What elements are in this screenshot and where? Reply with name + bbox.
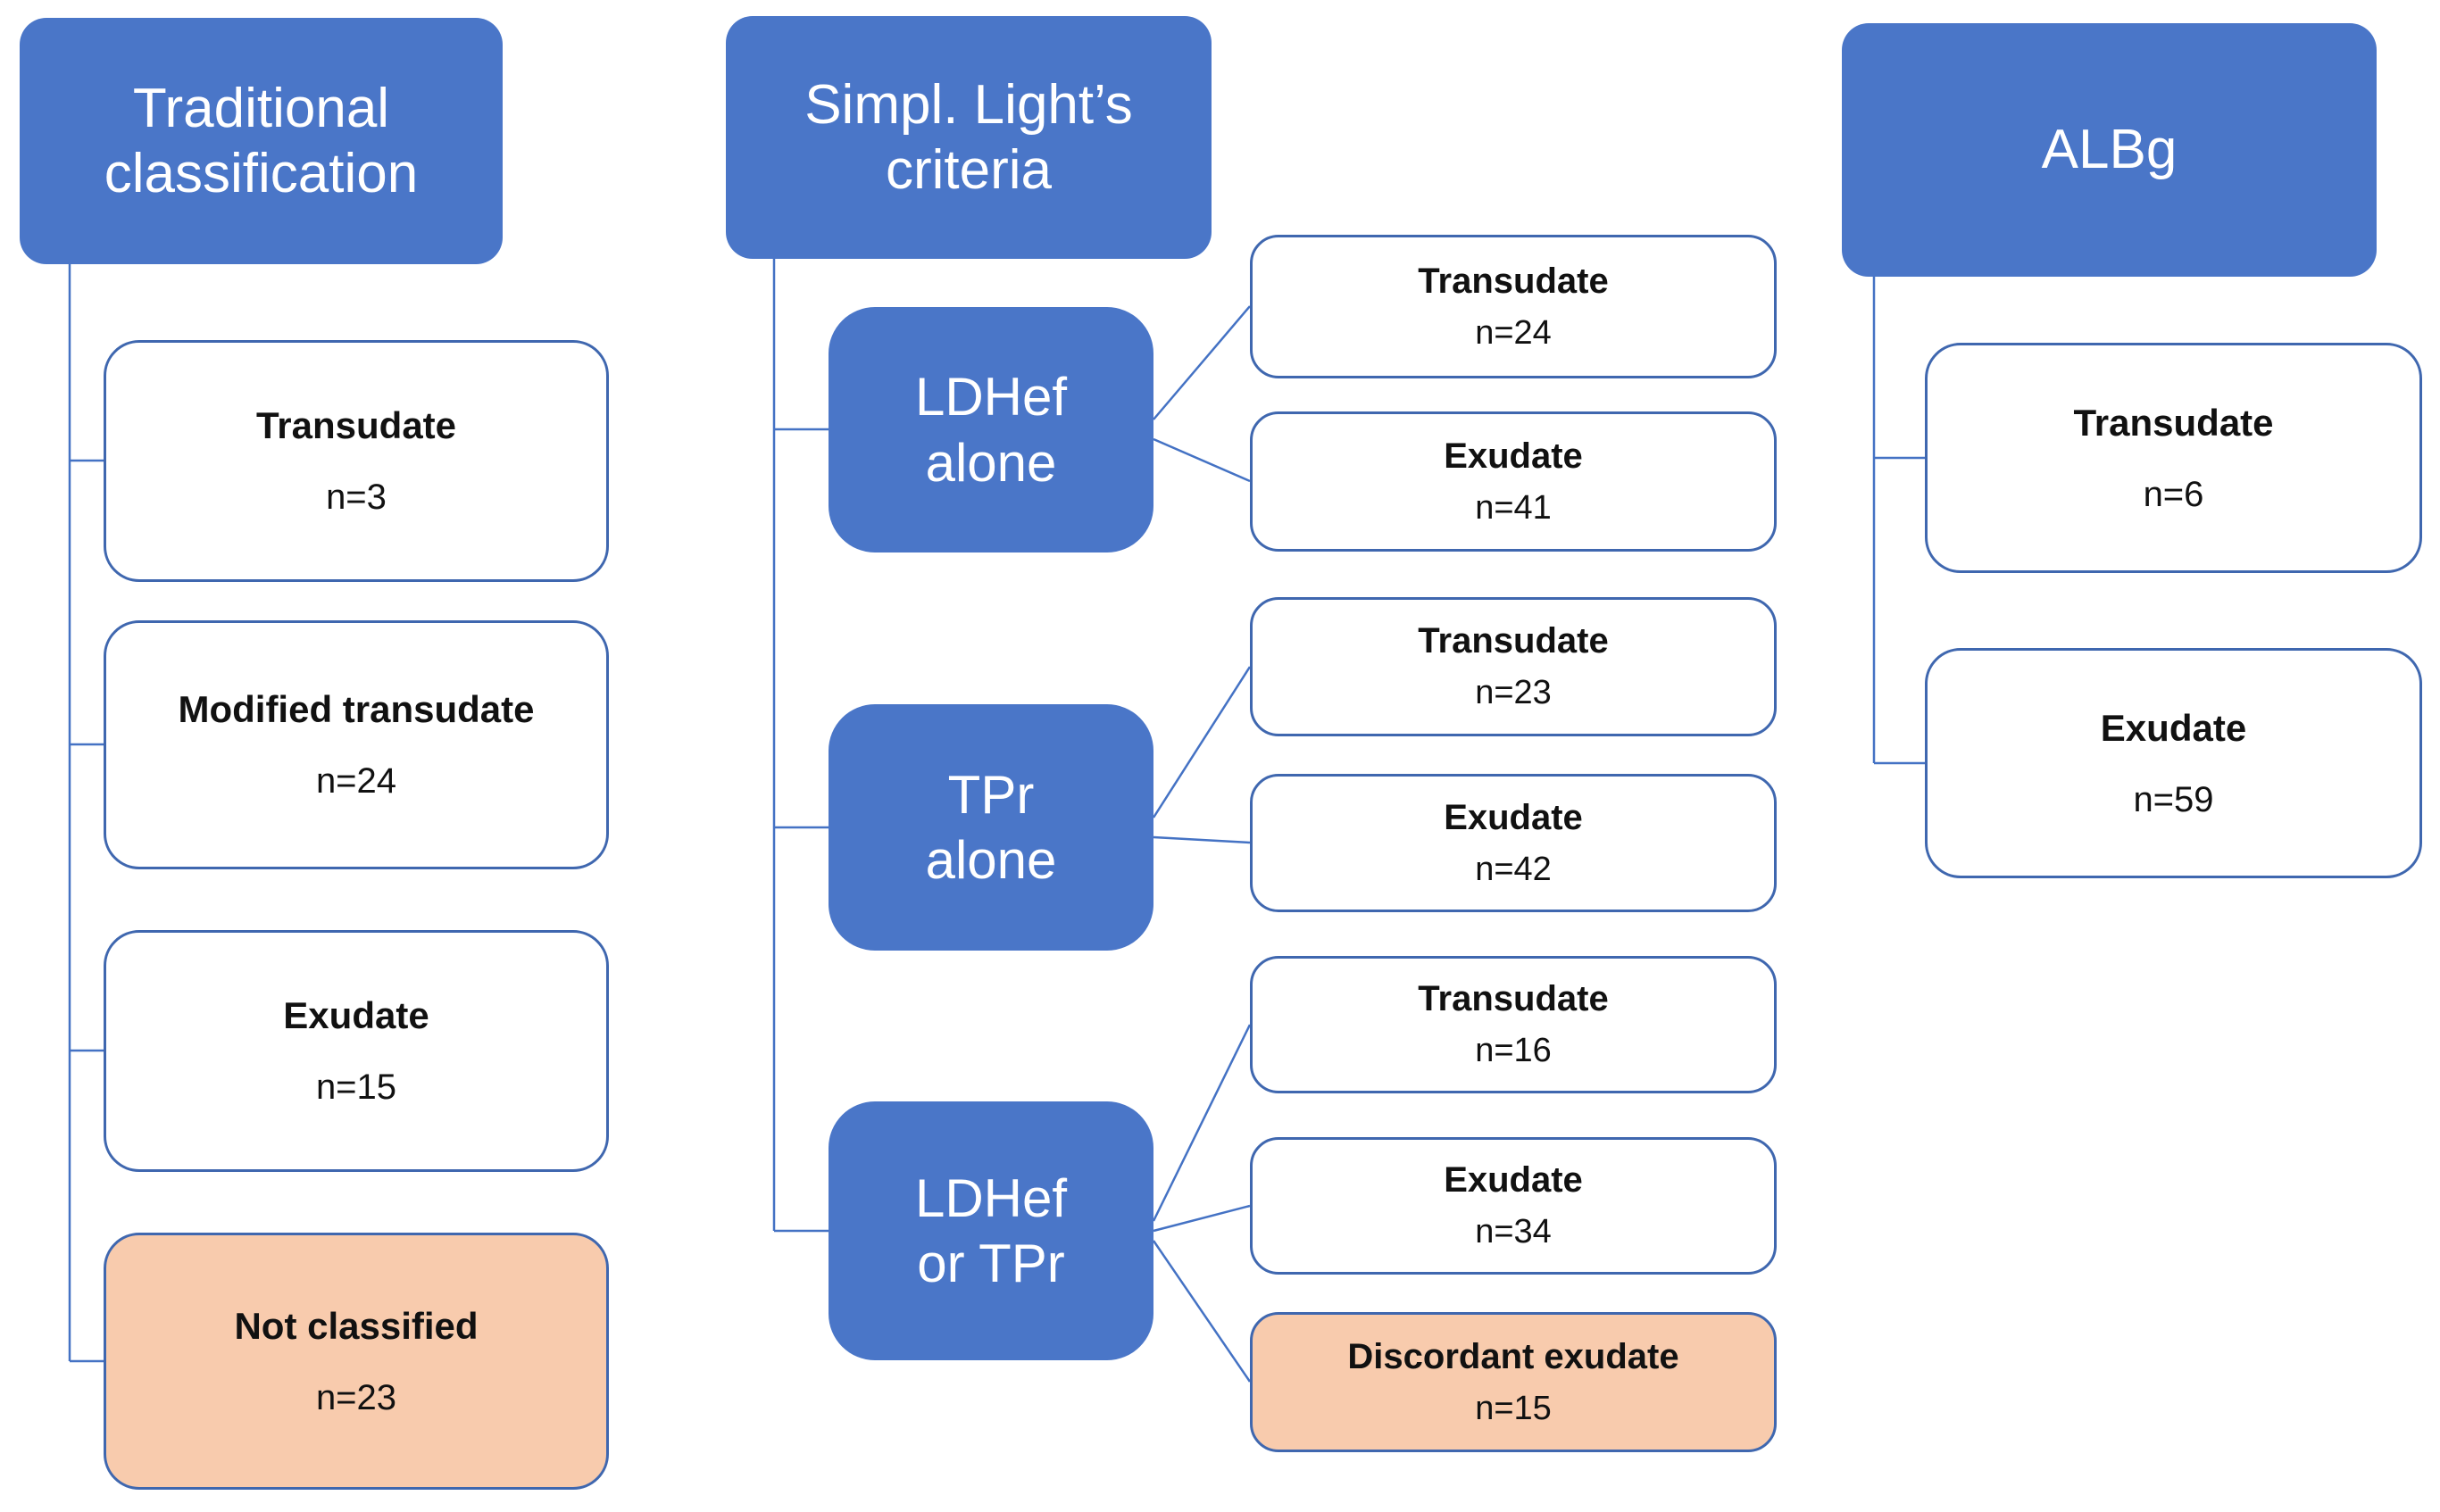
node-label: Exudate <box>1444 1160 1583 1200</box>
header-line: criteria <box>885 139 1053 201</box>
node-label: Exudate <box>1444 436 1583 476</box>
node-ldhef-tpr-exudate: Exudate n=34 <box>1250 1137 1777 1275</box>
node-label: Transudate <box>2073 401 2274 444</box>
node-label: Transudate <box>1418 261 1609 301</box>
node-not-classified: Not classified n=23 <box>104 1233 609 1490</box>
node-label: Exudate <box>283 994 429 1036</box>
node-line: LDHef <box>914 1167 1068 1228</box>
header-albg: ALBg <box>1842 23 2377 277</box>
header-simplified-lights-criteria: Simpl. Light’s criteria <box>726 16 1212 259</box>
node-ldhef-transudate: Transudate n=24 <box>1250 235 1777 378</box>
node-count: n=59 <box>2133 779 2214 819</box>
node-count: n=15 <box>315 1068 397 1107</box>
node-line: or TPr <box>917 1234 1065 1293</box>
node-ldhef-or-tpr: LDHef or TPr <box>829 1101 1153 1360</box>
node-count: n=24 <box>1475 313 1552 352</box>
node-count: n=3 <box>326 478 387 517</box>
node-label: Discordant exudate <box>1347 1336 1679 1376</box>
node-tpr-alone: TPr alone <box>829 704 1153 951</box>
node-count: n=23 <box>315 1377 397 1417</box>
connector-fan-ldheftpr-transudate <box>1152 1024 1252 1222</box>
node-traditional-transudate: Transudate n=3 <box>104 340 609 582</box>
connector-fan-ldheftpr-discordant <box>1152 1240 1252 1383</box>
node-traditional-exudate: Exudate n=15 <box>104 930 609 1172</box>
node-ldhef-tpr-transudate: Transudate n=16 <box>1250 956 1777 1093</box>
connector-fan-ldheftpr-exudate <box>1153 1204 1251 1233</box>
node-albg-transudate: Transudate n=6 <box>1925 343 2422 573</box>
header-line: Traditional <box>132 77 390 139</box>
node-label: Exudate <box>2100 706 2247 749</box>
node-count: n=16 <box>1475 1032 1552 1069</box>
connector-fan-tpr-exudate <box>1153 835 1251 844</box>
node-modified-transudate: Modified transudate n=24 <box>104 620 609 869</box>
node-line: alone <box>925 830 1057 890</box>
node-label: Modified transudate <box>178 688 535 730</box>
node-line: TPr <box>947 764 1035 825</box>
node-label: Transudate <box>255 404 457 446</box>
node-tpr-transudate: Transudate n=23 <box>1250 597 1777 736</box>
node-count: n=42 <box>1475 850 1552 888</box>
node-count: n=24 <box>315 761 397 801</box>
node-ldhef-exudate: Exudate n=41 <box>1250 411 1777 552</box>
node-tpr-exudate: Exudate n=42 <box>1250 774 1777 912</box>
node-discordant-exudate: Discordant exudate n=15 <box>1250 1312 1777 1452</box>
node-label: Not classified <box>234 1304 479 1347</box>
node-line: alone <box>925 432 1057 493</box>
node-label: Transudate <box>1418 979 1609 1018</box>
connector-fan-ldhef-exudate <box>1153 437 1251 483</box>
header-traditional-classification: Traditional classification <box>20 18 503 264</box>
node-albg-exudate: Exudate n=59 <box>1925 648 2422 878</box>
node-count: n=34 <box>1475 1213 1552 1250</box>
node-count: n=15 <box>1475 1389 1552 1427</box>
node-count: n=41 <box>1475 488 1552 527</box>
connector-fan-ldhef-transudate <box>1153 305 1251 420</box>
node-line: LDHef <box>914 367 1068 428</box>
header-line: ALBg <box>2041 119 2178 181</box>
node-count: n=6 <box>2143 474 2204 514</box>
node-count: n=23 <box>1475 674 1552 711</box>
node-ldhef-alone: LDHef alone <box>829 307 1153 552</box>
header-line: Simpl. Light’s <box>804 73 1133 136</box>
connector-fan-tpr-transudate <box>1152 666 1252 818</box>
header-line: classification <box>104 143 419 204</box>
node-label: Exudate <box>1444 797 1583 837</box>
node-label: Transudate <box>1418 621 1609 660</box>
